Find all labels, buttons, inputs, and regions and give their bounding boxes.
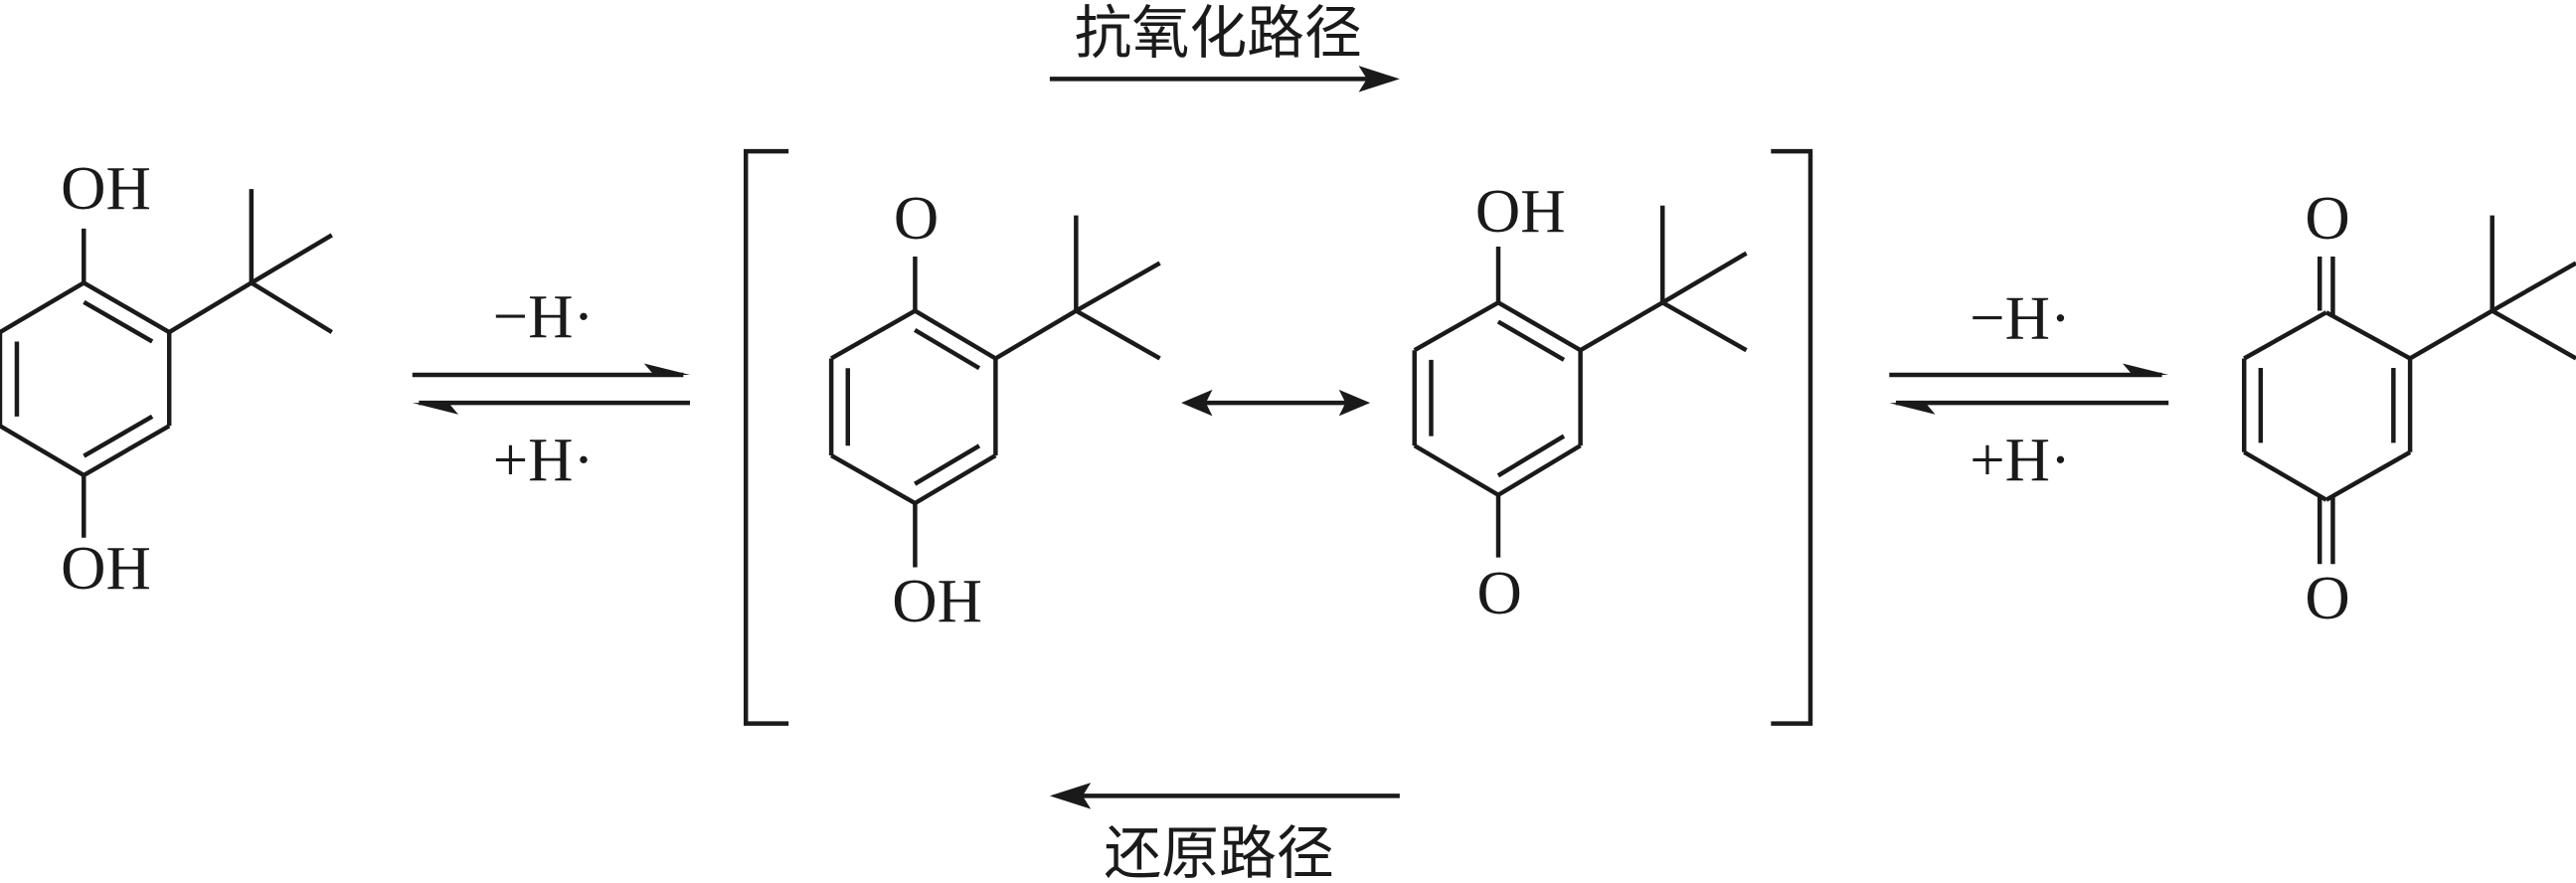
reduction-pathway-arrowhead — [1049, 783, 1092, 809]
molecule-2-double-bond-inner — [914, 327, 981, 371]
molecule-3-double-bond-inner — [1496, 319, 1566, 362]
molecule-3-ring-bond — [1496, 300, 1582, 353]
molecule-1-double-bond-inner — [83, 414, 154, 458]
molecule-2-bottom-group: OH — [892, 566, 982, 635]
molecule-2-ring-bond — [830, 308, 917, 361]
molecule-4-tbutyl-bond — [2408, 308, 2493, 361]
molecule-3-double-bond-inner — [1496, 434, 1566, 478]
molecule-2-methyl-bond — [1075, 261, 1161, 313]
molecule-4-ring-bond — [2324, 310, 2412, 361]
right-bracket — [1771, 148, 1813, 726]
molecule-1-double-bond-inner — [83, 299, 154, 344]
molecule-4-methyl-bond — [2490, 261, 2576, 313]
reduction-pathway-label: 还原路径 — [1104, 819, 1333, 883]
molecule-1-methyl-bond — [250, 280, 333, 334]
molecule-3-ring-bond — [1413, 300, 1500, 353]
molecule-2-tbutyl-bond — [994, 308, 1078, 361]
molecule-4-ring-bond — [2324, 449, 2412, 502]
molecule-1-bottom-group: OH — [61, 533, 151, 603]
equilibrium-1-forward-label: −H· — [493, 281, 595, 351]
equilibrium-1-reverse-label: +H· — [493, 425, 595, 494]
molecule-2-methyl-bond — [1075, 308, 1161, 361]
resonance-arrowhead-right — [1338, 389, 1371, 417]
molecule-1-ring-bond — [83, 280, 171, 334]
oxidation-pathway-arrowhead — [1358, 66, 1400, 92]
molecule-4-ring-bond — [2243, 449, 2327, 502]
molecule-4-ring-bond — [2243, 310, 2327, 361]
molecule-4-bottom-group: O — [2305, 563, 2349, 632]
molecule-1-ring-bond — [0, 424, 86, 477]
molecule-4-methyl-bond — [2490, 308, 2576, 361]
left-bracket — [743, 148, 789, 726]
molecule-2-double-bond-inner — [914, 443, 981, 486]
resonance-arrowhead-left — [1181, 389, 1213, 417]
molecule-2-ring-bond — [914, 453, 997, 505]
molecule-1-tbutyl-bond — [168, 280, 253, 334]
molecule-3-tbutyl-bond — [1579, 300, 1664, 353]
equilibrium-2-forward-label: −H· — [1970, 283, 2071, 353]
molecule-2-ring-bond — [914, 308, 997, 361]
molecule-1-methyl-bond — [250, 233, 333, 285]
molecule-2-top-group: O — [894, 183, 939, 253]
molecule-3-ring-bond — [1413, 443, 1500, 497]
oxidation-pathway-label: 抗氧化路径 — [1075, 0, 1362, 67]
molecule-1-ring-bond — [83, 424, 171, 477]
molecule-3-ring-bond — [1496, 443, 1582, 497]
equilibrium-2-reverse-label: +H· — [1970, 425, 2071, 494]
bond-layer — [0, 66, 2576, 809]
molecule-2-ring-bond — [830, 453, 917, 505]
molecule-4-top-group: O — [2305, 183, 2349, 253]
molecule-1-top-group: OH — [61, 153, 151, 223]
molecule-3-bottom-group: O — [1477, 558, 1522, 627]
molecule-1-ring-bond — [0, 280, 86, 334]
molecule-3-top-group: OH — [1475, 176, 1566, 246]
molecule-3-methyl-bond — [1661, 300, 1748, 353]
molecule-3-methyl-bond — [1661, 251, 1748, 305]
